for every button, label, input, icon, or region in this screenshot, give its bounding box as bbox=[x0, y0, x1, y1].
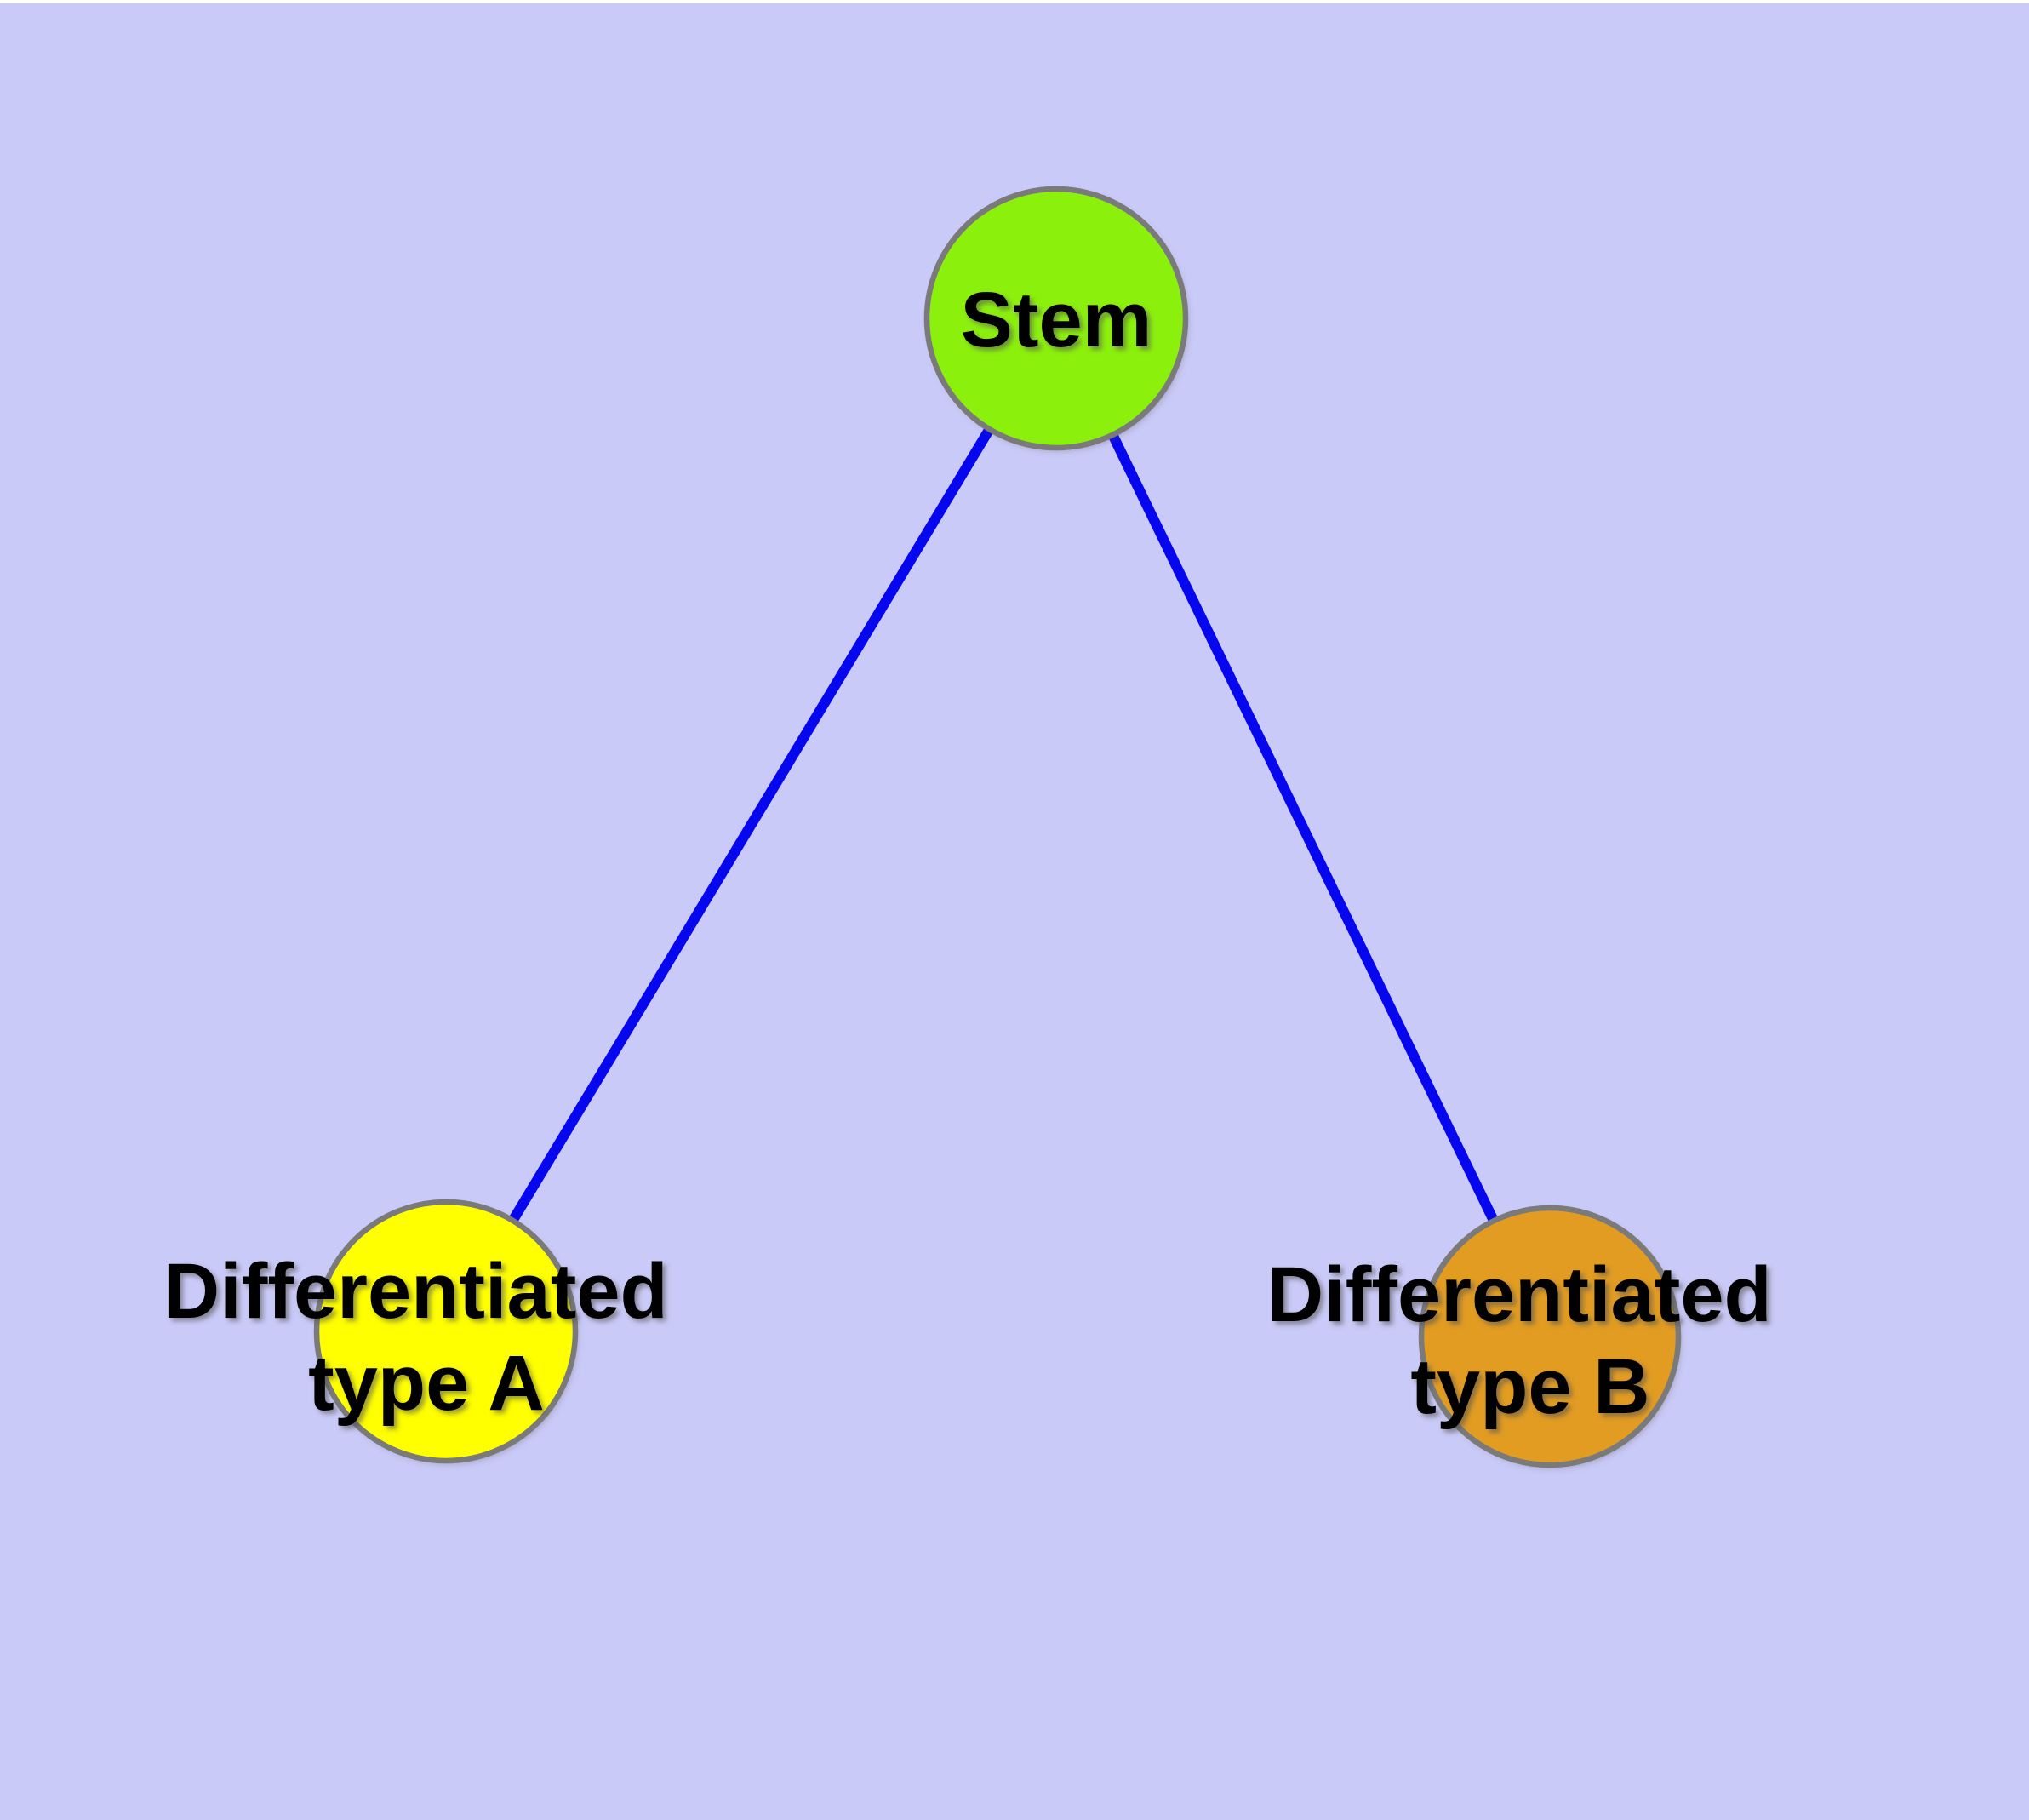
node-type-b-label-line-1: Differentiated bbox=[1267, 1251, 1772, 1338]
node-stem-label: Stem bbox=[961, 277, 1152, 363]
node-type-b-label-line-2: type B bbox=[1410, 1343, 1649, 1430]
edge-stem-to-type-a bbox=[441, 315, 1061, 1335]
node-type-b bbox=[1421, 1208, 1678, 1465]
node-type-a-border bbox=[313, 1199, 579, 1464]
node-type-a-label-line-1: Differentiated bbox=[163, 1248, 668, 1335]
node-type-a bbox=[317, 1202, 575, 1461]
node-type-b-label: Differentiated type B bbox=[1267, 1251, 1794, 1430]
node-stem-border bbox=[923, 186, 1189, 451]
node-stem bbox=[927, 189, 1186, 448]
node-type-a-label: Differentiated type A bbox=[163, 1248, 690, 1427]
top-strip bbox=[0, 0, 2029, 3]
node-border-color-group bbox=[313, 186, 1682, 1468]
node-type-a-label-line-2: type A bbox=[308, 1340, 545, 1427]
edge-stem-to-type-b bbox=[1051, 316, 1555, 1339]
node-type-b-border bbox=[1418, 1205, 1682, 1468]
